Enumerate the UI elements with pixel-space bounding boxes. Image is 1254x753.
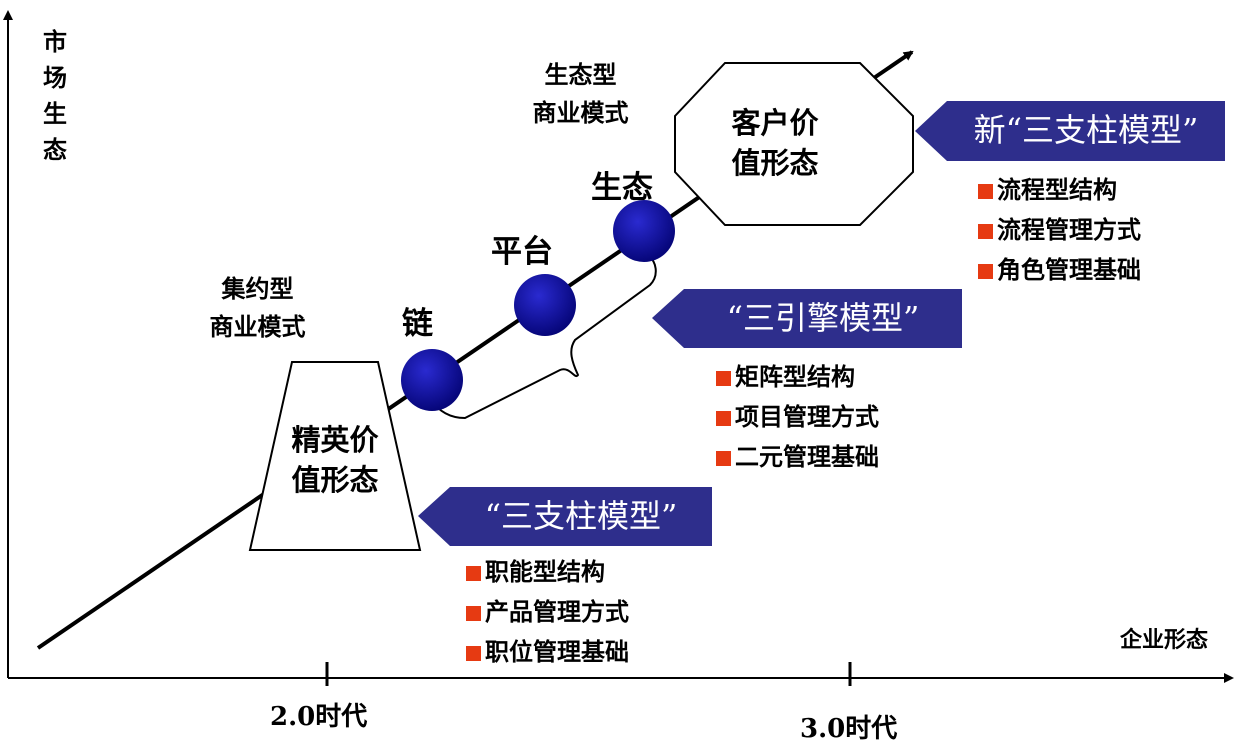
node-platform xyxy=(514,274,576,336)
customer-value-line1: 客户价 xyxy=(731,106,819,140)
node-platform-label: 平台 xyxy=(491,234,553,270)
bullet-square-icon xyxy=(978,184,993,199)
list-item: 角色管理基础 xyxy=(978,250,1141,290)
node-ecology xyxy=(613,200,675,262)
intensive-mode-line2: 商业模式 xyxy=(209,313,306,341)
ecosystem-mode-line2: 商业模式 xyxy=(532,99,629,127)
ecosystem-mode-line1: 生态型 xyxy=(544,61,617,89)
list-item: 二元管理基础 xyxy=(716,437,879,477)
list-item-text: 职能型结构 xyxy=(485,557,605,586)
x-tick-label-3: 3.0时代 xyxy=(800,714,898,744)
bullet-square-icon xyxy=(978,264,993,279)
three-pillar-title: “三支柱模型” xyxy=(484,497,678,535)
banner-new-three-pillar xyxy=(915,101,1225,161)
banner-three-pillar xyxy=(418,487,712,546)
elite-value-shape xyxy=(248,361,422,551)
x-axis-label: 企业形态 xyxy=(1120,628,1209,653)
bullet-square-icon xyxy=(466,566,481,581)
list-item-text: 二元管理基础 xyxy=(735,442,879,471)
list-item-text: 职位管理基础 xyxy=(485,637,629,666)
node-chain xyxy=(401,349,463,411)
list-item-text: 流程型结构 xyxy=(997,175,1117,204)
list-item: 项目管理方式 xyxy=(716,397,879,437)
elite-value-line1: 精英价 xyxy=(291,423,379,457)
three-engine-title: “三引擎模型” xyxy=(726,299,920,337)
list-item-text: 流程管理方式 xyxy=(997,215,1141,244)
intensive-mode-line1: 集约型 xyxy=(221,275,294,303)
list-item-text: 矩阵型结构 xyxy=(735,362,855,391)
x-tick-label-2: 2.0时代 xyxy=(270,702,368,732)
list-item-text: 产品管理方式 xyxy=(485,597,629,626)
bullet-square-icon xyxy=(716,451,731,466)
list-item: 产品管理方式 xyxy=(466,592,629,632)
new-three-pillar-list: 流程型结构 流程管理方式 角色管理基础 xyxy=(978,170,1141,290)
list-item: 流程管理方式 xyxy=(978,210,1141,250)
new-three-pillar-title: 新“三支柱模型” xyxy=(973,111,1199,149)
list-item: 矩阵型结构 xyxy=(716,357,879,397)
node-chain-label: 链 xyxy=(402,306,433,342)
customer-value-line2: 值形态 xyxy=(731,146,819,180)
three-engine-list: 矩阵型结构 项目管理方式 二元管理基础 xyxy=(716,357,879,477)
bullet-square-icon xyxy=(978,224,993,239)
list-item-text: 项目管理方式 xyxy=(735,402,879,431)
node-ecology-label: 生态 xyxy=(591,170,653,206)
list-item: 职位管理基础 xyxy=(466,632,629,672)
ecosystem-mode-label: 生态型 商业模式 xyxy=(518,56,643,132)
three-pillar-list: 职能型结构 产品管理方式 职位管理基础 xyxy=(466,552,629,672)
y-axis-label: 市场生态 xyxy=(43,28,67,164)
customer-value-shape xyxy=(674,62,914,226)
banner-three-engine xyxy=(652,289,962,348)
list-item-text: 角色管理基础 xyxy=(997,255,1141,284)
bullet-square-icon xyxy=(716,411,731,426)
customer-value-text: 客户价 值形态 xyxy=(715,103,835,183)
bullet-square-icon xyxy=(466,646,481,661)
bullet-square-icon xyxy=(716,371,731,386)
bullet-square-icon xyxy=(466,606,481,621)
list-item: 职能型结构 xyxy=(466,552,629,592)
list-item: 流程型结构 xyxy=(978,170,1141,210)
intensive-mode-label: 集约型 商业模式 xyxy=(195,270,320,346)
elite-value-text: 精英价 值形态 xyxy=(280,420,390,500)
node-brace xyxy=(427,257,657,420)
elite-value-line2: 值形态 xyxy=(291,463,379,497)
